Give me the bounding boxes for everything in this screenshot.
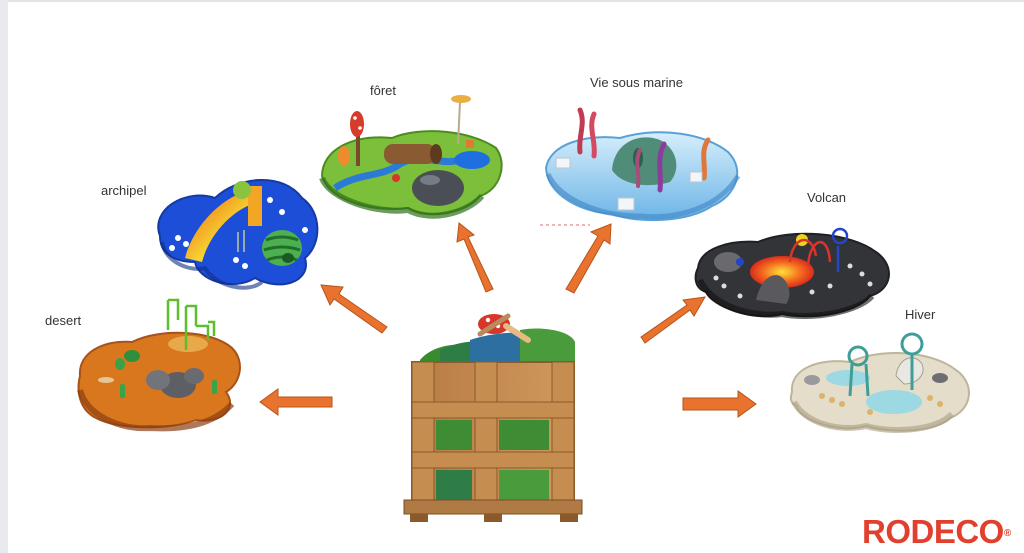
rodeco-logo-text: RODECO: [862, 513, 1004, 550]
arrow-to-vie-sous-marine: [565, 223, 612, 294]
label-desert: desert: [45, 313, 82, 328]
slide-left-edge: [0, 0, 8, 553]
arrow-to-volcan: [640, 296, 706, 344]
label-vie-sous-marine: Vie sous marine: [590, 75, 683, 90]
foret-island-illustration: [319, 95, 503, 219]
desert-island-illustration: [77, 298, 241, 432]
label-volcan: Volcan: [807, 190, 847, 205]
label-archipel: archipel: [101, 183, 147, 198]
label-foret: fôret: [370, 83, 397, 98]
hiver-island-illustration: [789, 332, 970, 433]
registered-mark: ®: [1003, 528, 1011, 539]
arrow-to-archipel: [320, 284, 388, 334]
slide-top-edge: [8, 0, 1024, 2]
central-storage-crate-illustration: [403, 313, 583, 522]
label-hiver: Hiver: [905, 307, 936, 322]
archipel-island-illustration: [157, 179, 319, 290]
volcan-island-illustration: [694, 227, 890, 319]
arrow-to-desert: [259, 388, 333, 416]
arrow-to-hiver: [682, 390, 757, 418]
vie-sous-marine-island-illustration: [540, 107, 741, 226]
arrow-to-foret: [456, 222, 494, 293]
rodeco-logo: RODECO®: [862, 515, 1011, 548]
